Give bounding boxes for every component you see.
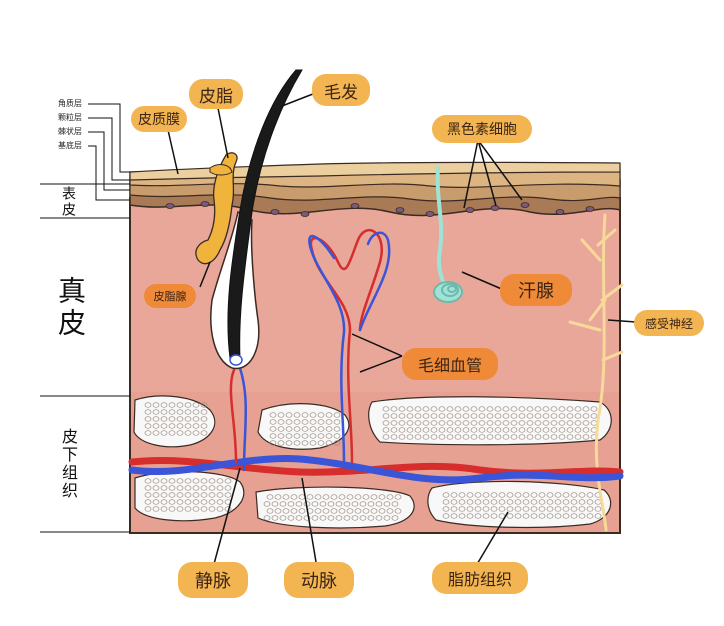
leader-lines [167,91,637,567]
label-vein: 静脉 [178,562,248,598]
label-stratum-spinosum: 棘状层 [58,127,82,136]
basal-cells [165,201,595,217]
label-stratum-basale: 基底层 [58,141,82,150]
adipose-texture [144,402,602,521]
label-adipose-tissue: 脂肪组织 [432,562,528,594]
label-stratum-granulosum: 颗粒层 [58,113,82,122]
region-epidermis: 表皮 [60,186,76,218]
sweat-duct [435,166,448,292]
region-dermis: 真皮 [54,276,87,340]
hair-bulb [229,354,243,366]
label-sensory-nerve: 感受神经 [634,310,704,336]
vein-main [128,454,624,484]
label-capillary: 毛细血管 [402,348,498,380]
region-subcutis: 皮下组织 [59,428,78,500]
label-melanocyte: 黑色素细胞 [432,115,532,143]
label-hair: 毛发 [312,74,370,106]
label-sebum: 皮脂 [189,79,243,109]
label-hydrolipid-film: 皮质膜 [131,106,187,132]
left-bracket-lines [40,103,130,533]
sweat-gland-coil [433,281,463,303]
label-sweat-gland: 汗腺 [500,274,572,306]
label-artery: 动脉 [284,562,354,598]
capillary-vessels [229,228,391,472]
label-sebaceous-gland: 皮脂腺 [144,284,196,308]
sensory-nerve [568,213,624,532]
label-stratum-corneum: 角质层 [58,99,82,108]
sebum-drop [209,164,233,176]
